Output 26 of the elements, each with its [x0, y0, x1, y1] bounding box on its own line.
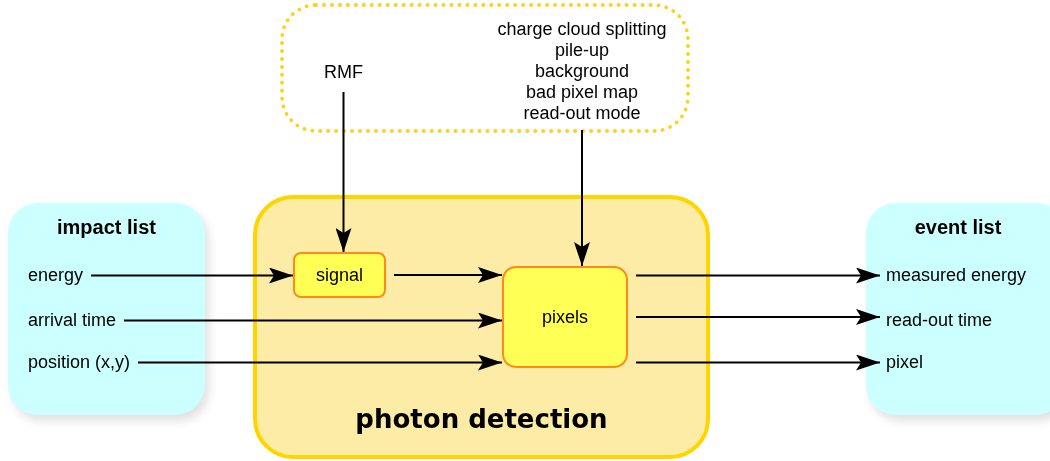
arrow	[90, 267, 294, 284]
arrow	[635, 354, 881, 371]
list-panel	[866, 203, 1050, 415]
process-box: pixels	[502, 266, 628, 368]
list-item: arrival time	[28, 307, 116, 334]
process-container	[253, 195, 710, 459]
arrow	[137, 354, 503, 371]
node-text: RMF	[324, 59, 363, 86]
node-text: charge cloud splitting pile-up background bad pixel map read-out mode	[464, 19, 700, 124]
panel-heading: photon detection	[354, 403, 609, 436]
list-panel	[8, 203, 205, 415]
arrow	[335, 91, 352, 253]
dotted-group-box	[280, 3, 690, 133]
arrow	[393, 267, 503, 283]
list-item: read-out time	[886, 307, 993, 334]
panel-heading: event list	[913, 215, 1003, 240]
arrow	[123, 312, 503, 329]
list-item: energy	[28, 262, 84, 289]
arrow	[635, 267, 881, 284]
process-box: signal	[293, 252, 386, 298]
panel-heading: impact list	[56, 215, 157, 240]
arrow	[574, 129, 590, 267]
list-item: position (x,y)	[28, 349, 131, 376]
list-item: pixel	[886, 349, 924, 376]
arrow	[635, 309, 881, 325]
list-item: measured energy	[886, 262, 1027, 289]
